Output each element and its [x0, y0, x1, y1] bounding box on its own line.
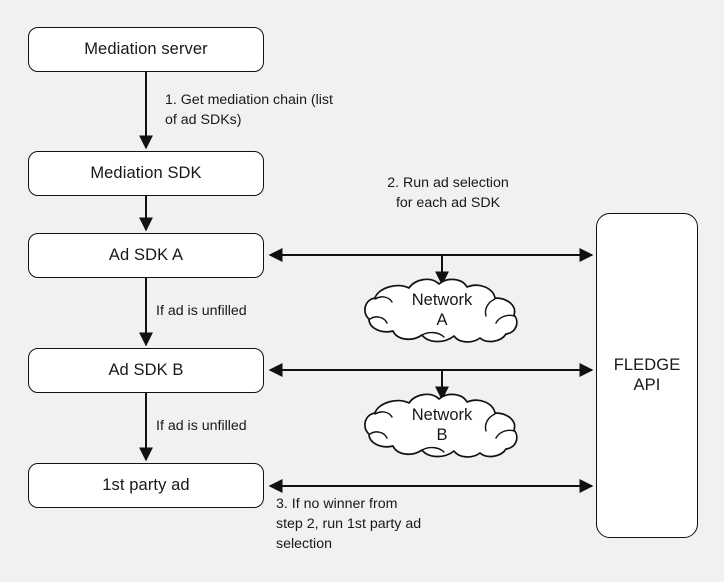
node-mediation-server[interactable]: Mediation server	[28, 27, 264, 72]
cloud-shape-icon	[364, 278, 518, 343]
node-first-party-ad-label: 1st party ad	[102, 475, 190, 494]
node-mediation-server-label: Mediation server	[84, 39, 208, 58]
edge-label-unfilled-b: If ad is unfilled	[156, 418, 247, 434]
cloud-shape-icon	[364, 393, 518, 458]
node-ad-sdk-a[interactable]: Ad SDK A	[28, 233, 264, 278]
node-ad-sdk-b-label: Ad SDK B	[108, 360, 184, 379]
node-fledge-api[interactable]: FLEDGE API	[596, 213, 698, 538]
cloud-network-b[interactable]: Network B	[362, 393, 522, 459]
edge-label-step-3: 3. If no winner from step 2, run 1st par…	[276, 496, 422, 553]
node-mediation-sdk[interactable]: Mediation SDK	[28, 151, 264, 196]
edge-label-unfilled-a: If ad is unfilled	[156, 303, 247, 319]
node-ad-sdk-a-label: Ad SDK A	[108, 245, 184, 264]
node-fledge-api-label: FLEDGE API	[613, 356, 681, 394]
edge-label-step-1: 1. Get mediation chain (list of ad SDKs)	[165, 92, 333, 129]
node-ad-sdk-b[interactable]: Ad SDK B	[28, 348, 264, 393]
edge-label-step-2: 2. Run ad selection for each ad SDK	[387, 175, 509, 212]
node-mediation-sdk-label: Mediation SDK	[90, 163, 202, 182]
cloud-network-a[interactable]: Network A	[362, 278, 522, 344]
node-first-party-ad[interactable]: 1st party ad	[28, 463, 264, 508]
